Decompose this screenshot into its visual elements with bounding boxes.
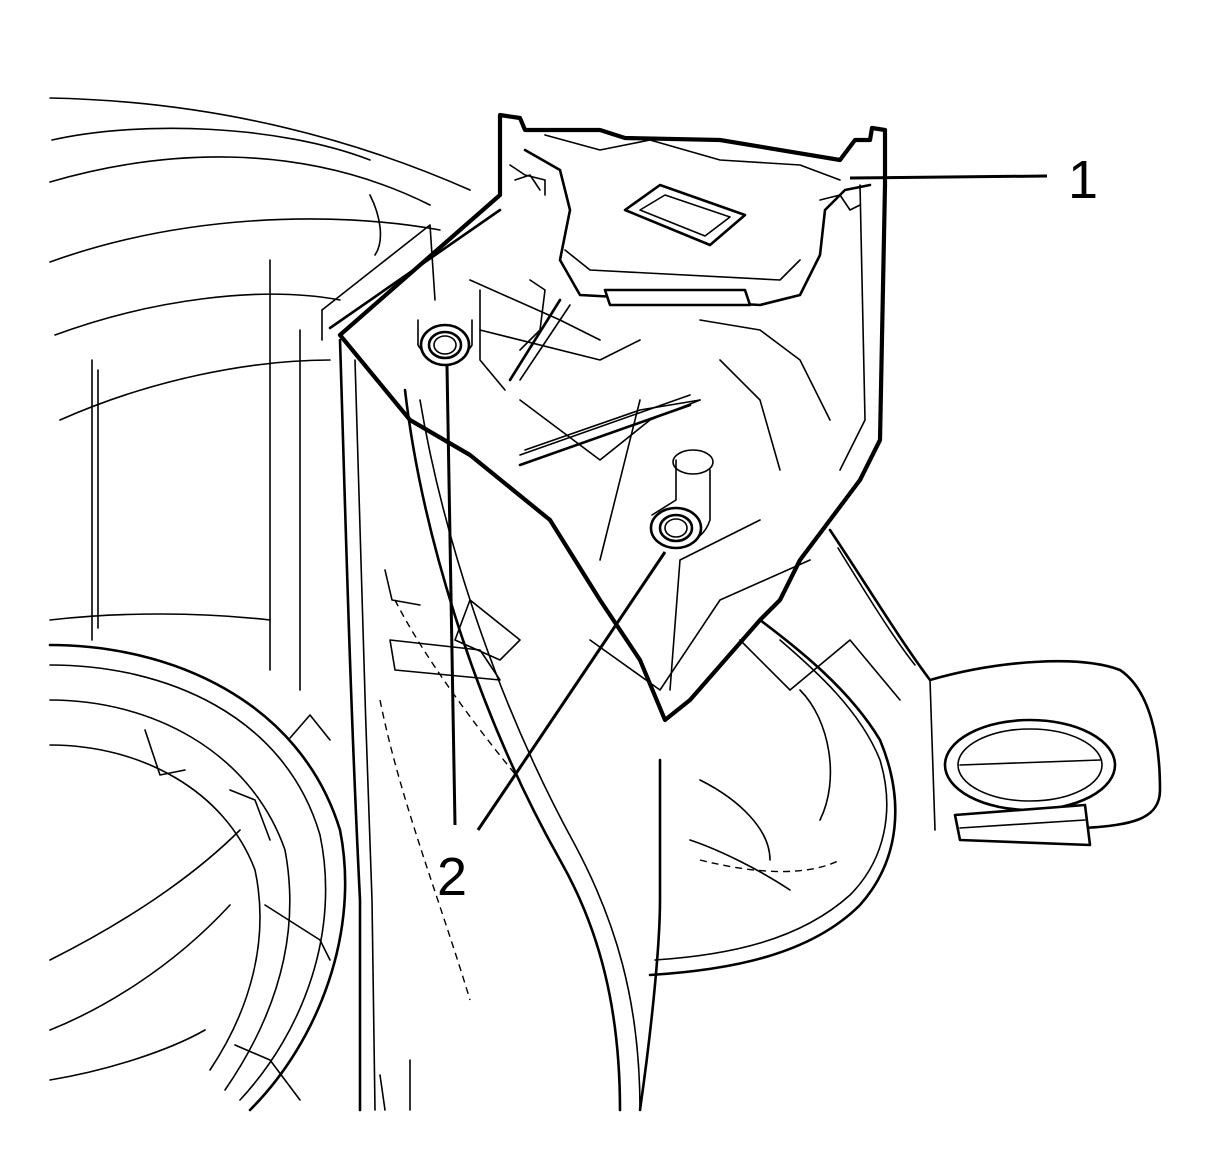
callout-2: 2 (437, 847, 467, 907)
mounting-bushings (417, 319, 714, 550)
left-duct-outline (49, 97, 471, 691)
leader-line-2b (476, 551, 667, 831)
fan-ring (48, 643, 347, 1112)
leader-line-1 (849, 174, 1048, 180)
right-duct (648, 528, 1162, 977)
bushing-left (417, 319, 473, 367)
leader-line-2a (445, 365, 457, 826)
bushing-right (649, 449, 714, 550)
callout-1: 1 (1068, 150, 1098, 210)
bracket-cover (321, 112, 888, 723)
leader-lines (445, 174, 1048, 831)
housing-body (338, 338, 662, 1112)
